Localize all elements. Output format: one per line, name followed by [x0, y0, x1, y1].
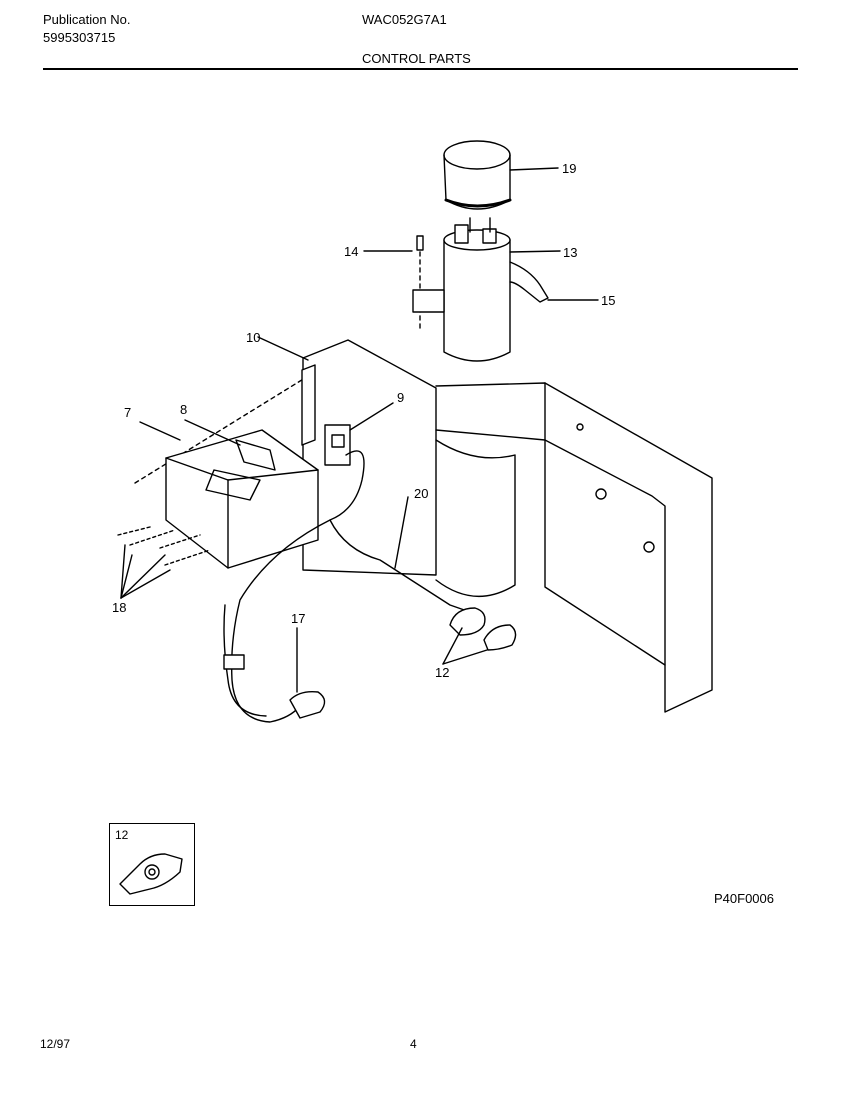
callout-20: 20	[414, 486, 428, 501]
inset-detail-box: 12	[109, 823, 195, 906]
publication-label: Publication No.	[43, 12, 131, 27]
callout-19: 19	[562, 161, 576, 176]
footer-date: 12/97	[40, 1037, 71, 1051]
switch	[324, 402, 394, 466]
clip-detail-drawing	[119, 853, 183, 895]
inset-label: 12	[115, 828, 129, 842]
callout-18: 18	[112, 600, 126, 615]
control-box	[139, 419, 319, 569]
drawing-code: P40F0006	[714, 891, 774, 906]
mounting-screws	[117, 526, 211, 599]
publication-number: 5995303715	[43, 30, 116, 45]
section-title: CONTROL PARTS	[362, 51, 471, 66]
control-bracket	[302, 339, 713, 713]
callout-12: 12	[435, 665, 449, 680]
callout-17: 17	[291, 611, 305, 626]
header-rule	[43, 68, 798, 70]
callout-10: 10	[246, 330, 260, 345]
callout-8: 8	[180, 402, 187, 417]
capacitor	[443, 217, 561, 362]
wiring-and-cord	[223, 450, 471, 723]
capacitor-boot	[443, 140, 559, 210]
callout-9: 9	[397, 390, 404, 405]
thermistor-clips	[442, 607, 517, 665]
callout-7: 7	[124, 405, 131, 420]
model-number: WAC052G7A1	[362, 12, 447, 27]
callout-15: 15	[601, 293, 615, 308]
callout-13: 13	[563, 245, 577, 260]
mounting-plate	[134, 336, 316, 484]
page-number: 4	[410, 1037, 417, 1051]
callout-14: 14	[344, 244, 358, 259]
screw-and-strap	[363, 235, 599, 331]
